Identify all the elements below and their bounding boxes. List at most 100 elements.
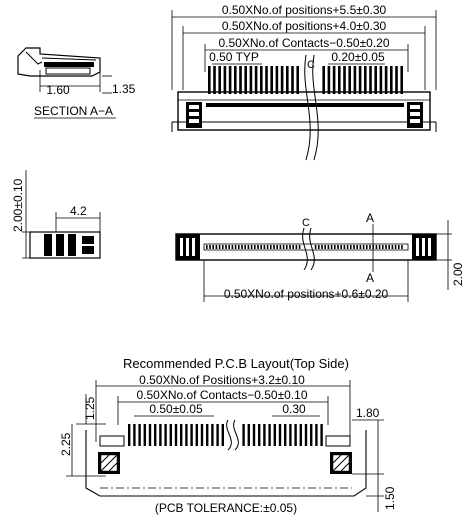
front-contact [385,245,387,249]
front-contact [330,245,333,249]
top-contact [280,66,284,94]
top-contact [223,66,227,94]
top-contact [270,66,273,94]
section-body [17,47,101,77]
pcb-signal-pad [294,424,297,446]
top-contact [364,66,367,94]
front-contact [375,245,378,249]
top-centerline-mark: C [307,59,315,71]
top-contact [249,66,253,94]
pcb-signal-pad [211,424,214,446]
front-contact [225,245,227,249]
side-width-label: 4.2 [70,204,87,218]
top-contact [260,66,263,94]
front-contact [353,245,355,249]
front-contact [276,245,278,249]
pcb-pad-width-label: 0.30 [282,402,306,416]
pcb-outline [85,430,367,497]
top-break-left [304,54,311,161]
front-contact [244,245,246,249]
top-contact [228,66,232,94]
pcb-signal-pad [268,424,271,446]
front-contact [295,245,298,249]
front-contact [327,245,330,249]
top-contact [390,66,393,94]
pcb-signal-pad [252,424,256,446]
front-contact [298,245,301,249]
front-contact [218,245,221,249]
top-contact [244,66,247,94]
pcb-signal-pad [206,424,209,446]
top-contact [332,66,336,94]
pcb-signal-pad [143,424,146,446]
top-contact [374,66,377,94]
pcb-signal-pad [138,424,141,446]
front-contact [250,245,253,249]
pcb-signal-pad [242,424,245,446]
top-contact [338,66,341,94]
pcb-signal-pad [284,424,287,446]
pcb-layout: Recommended P.C.B Layout(Top Side) 0.50X… [59,356,397,515]
top-contact [239,66,242,94]
pcb-title: Recommended P.C.B Layout(Top Side) [123,356,349,371]
front-contact [346,245,349,249]
top-contact [369,66,372,94]
top-contact [322,66,325,94]
top-contact [343,66,346,94]
section-dim-b: 1.35 [112,82,136,96]
front-contact [382,245,384,249]
front-contact [369,245,371,249]
pcb-signal-pad [159,424,162,446]
front-contact [359,245,362,249]
front-contact [292,245,294,249]
top-view: 0.50XNo.of positions+5.5±0.30 0.50XNo.of… [171,3,437,161]
pcb-signal-pad [164,424,167,446]
front-contact [378,245,381,249]
pcb-signal-pad [299,424,302,446]
pcb-signal-pad [169,424,172,446]
pcb-signal-pad [320,424,323,446]
pcb-dim-1-80: 1.80 [356,406,380,420]
pcb-signal-pad [289,424,292,446]
front-contact [270,245,272,249]
top-contact [358,66,362,94]
side-view: 2.00±0.10 4.2 [11,170,101,259]
front-housing [175,233,437,261]
front-break-right [309,227,315,271]
pcb-signal-pad [180,424,183,446]
front-contact [398,245,400,249]
top-contact [265,66,268,94]
front-contact [228,245,230,249]
top-contact [218,66,221,94]
section-title: SECTION A−A [34,104,113,118]
front-contact [321,245,323,249]
pcb-signal-pad [185,424,188,446]
front-contact [238,245,240,249]
pcb-signal-pad [247,424,250,446]
dim-overall-label: 0.50XNo.of positions+5.5±0.30 [222,3,387,17]
top-contact [395,66,398,94]
dim-contacts-label: 0.50XNo.of Contacts−0.50±0.20 [218,36,389,50]
front-contact [391,245,394,249]
front-contact [254,245,256,249]
front-contact [231,245,234,249]
side-body [29,231,101,259]
front-contact [343,245,346,249]
pcb-signal-pad [310,424,313,446]
top-contact [213,66,216,94]
front-view: C A A 0.50XNo.of positions+0.6±0.20 2.00 [175,211,465,302]
front-height-label: 2.00 [451,262,465,286]
front-contact [266,245,269,249]
pcb-signal-pad [273,424,276,446]
pcb-signal-pad [200,424,204,446]
pcb-dim-positions: 0.50XNo.of Positions+3.2±0.10 [139,373,305,387]
front-centerline-mark: C [302,217,310,229]
front-contact [394,245,397,249]
top-contact [353,66,357,94]
pcb-dim-2-25: 2.25 [59,432,73,456]
top-contact [348,66,351,94]
front-contact [247,245,250,249]
pcb-tolerance-note: (PCB TOLERANCE:±0.05) [155,501,297,515]
front-contact [340,245,342,249]
